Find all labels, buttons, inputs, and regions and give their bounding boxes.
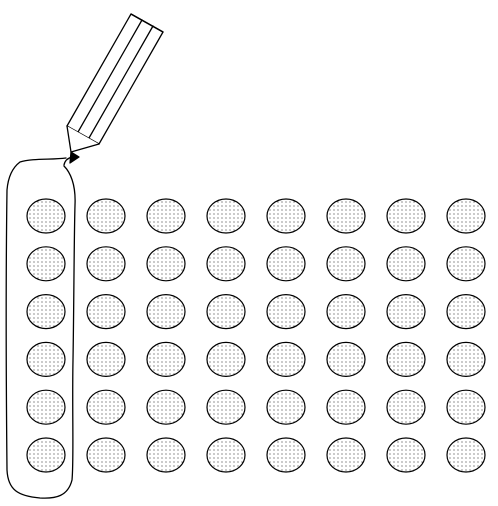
dotted-circle: [387, 342, 425, 376]
dotted-circle: [327, 390, 365, 424]
dotted-circle: [327, 295, 365, 329]
dotted-circle: [87, 390, 125, 424]
dotted-circle: [447, 438, 485, 472]
dotted-circle: [267, 438, 305, 472]
dotted-circle: [387, 295, 425, 329]
dotted-circle: [267, 342, 305, 376]
dotted-circle: [327, 247, 365, 281]
dotted-circle: [87, 438, 125, 472]
dotted-circle: [207, 342, 245, 376]
dotted-circle: [387, 199, 425, 233]
dotted-circle: [27, 247, 65, 281]
dotted-circle: [87, 247, 125, 281]
dotted-circle: [87, 295, 125, 329]
dotted-circle: [87, 199, 125, 233]
dotted-circle: [447, 390, 485, 424]
dotted-circle: [207, 438, 245, 472]
dotted-circle: [27, 438, 65, 472]
dotted-circle: [387, 390, 425, 424]
dotted-circle: [267, 390, 305, 424]
dotted-circle: [27, 390, 65, 424]
dotted-circle: [267, 247, 305, 281]
dotted-circle: [447, 295, 485, 329]
dotted-circle: [27, 199, 65, 233]
dotted-circle: [387, 438, 425, 472]
dotted-circle: [327, 199, 365, 233]
dotted-circle: [267, 199, 305, 233]
dotted-circle: [387, 247, 425, 281]
dotted-circle: [147, 342, 185, 376]
dotted-circle: [327, 438, 365, 472]
dotted-circle: [327, 342, 365, 376]
dotted-circle: [447, 199, 485, 233]
dotted-circle: [207, 247, 245, 281]
dotted-circle: [27, 295, 65, 329]
dotted-circle: [207, 199, 245, 233]
dotted-circle: [147, 438, 185, 472]
dot-grid: [27, 199, 485, 472]
dotted-circle: [27, 342, 65, 376]
dotted-circle: [87, 342, 125, 376]
dotted-circle: [147, 295, 185, 329]
dotted-circle: [447, 247, 485, 281]
dotted-circle: [147, 199, 185, 233]
pencil-icon: [64, 14, 163, 165]
dotted-circle: [207, 295, 245, 329]
dotted-circle: [147, 390, 185, 424]
dotted-circle: [147, 247, 185, 281]
dotted-circle: [447, 342, 485, 376]
dotted-circle: [267, 295, 305, 329]
dotted-circle: [207, 390, 245, 424]
